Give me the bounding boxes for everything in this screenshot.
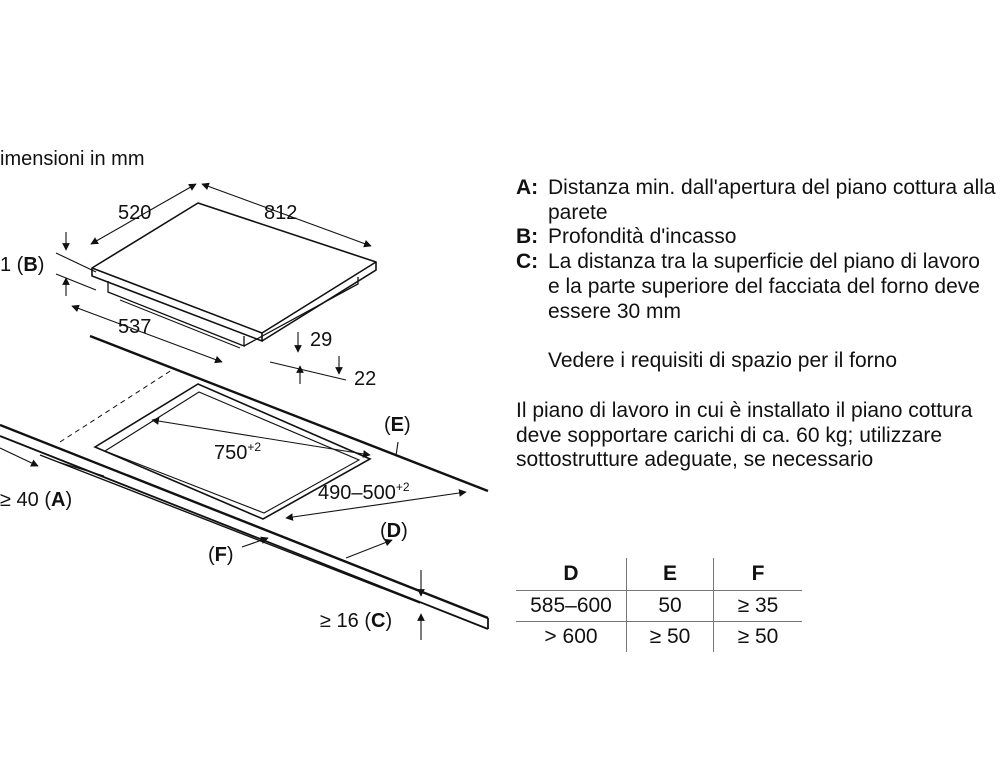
- dim-520-label: 520: [118, 202, 151, 224]
- dim-537-label: 537: [118, 316, 151, 338]
- cooktop-installation-drawing: imensioni in mm: [0, 148, 489, 640]
- dim-29-label: 29: [310, 329, 332, 351]
- clearance-table: D E F 585–600 50 ≥ 35 > 600 ≥ 50 ≥ 50: [516, 558, 802, 652]
- table-cell: ≥ 35: [713, 590, 802, 622]
- legend-key: C:: [516, 250, 539, 274]
- label-b: 1 (B): [0, 254, 44, 276]
- legend-key: A:: [516, 176, 539, 199]
- label-f: (F): [208, 544, 234, 566]
- cutout-inner: [103, 391, 361, 514]
- dim-b-ext-top: [55, 252, 97, 273]
- legend-item-c: C: La distanza tra la superficie del pia…: [516, 250, 996, 324]
- dim-490-line: [285, 489, 467, 521]
- dim-490-tolerance: +2: [396, 480, 410, 494]
- table-cell: ≥ 50: [626, 621, 714, 652]
- legend: A: Distanza min. dall'apertura del piano…: [516, 176, 996, 473]
- cutout-hidden-line: [59, 367, 176, 443]
- dim-750-tolerance: +2: [247, 440, 261, 454]
- legend-item-b: B: Profondità d'incasso: [516, 225, 996, 250]
- label-e: (E): [384, 414, 411, 436]
- dim-a-line-2: [57, 461, 105, 477]
- legend-key: B:: [516, 225, 539, 249]
- units-label: imensioni in mm: [0, 148, 144, 170]
- label-a: ≥ 40 (A): [0, 489, 72, 511]
- worktop: [0, 334, 489, 630]
- dim-f-leader: [241, 536, 269, 548]
- dim-22-ext: [269, 361, 347, 381]
- dim-750-value: 750: [214, 442, 247, 464]
- table-cell: > 600: [516, 621, 627, 652]
- worktop-left-top-edge: [0, 423, 489, 620]
- legend-text: La distanza tra la superficie del piano …: [548, 250, 980, 323]
- legend-paragraph: Il piano di lavoro in cui è installato i…: [516, 398, 973, 472]
- dim-750-line: [151, 417, 371, 458]
- dim-520-line: [90, 183, 197, 245]
- table-cell: ≥ 50: [737, 625, 779, 648]
- dim-812-line: [201, 182, 372, 248]
- table-header-f: F: [713, 558, 802, 591]
- dimension-lines: [0, 182, 467, 640]
- worktop-depth-line: [39, 454, 421, 604]
- legend-item-a: A: Distanza min. dall'apertura del piano…: [516, 176, 996, 225]
- dim-490-label: 490–500+2: [318, 480, 410, 504]
- legend-note: Vedere i requisiti di spazio per il forn…: [548, 349, 898, 373]
- legend-text: Profondità d'incasso: [548, 225, 737, 249]
- dim-e-leader: [395, 441, 399, 457]
- table-row: > 600 ≥ 50 ≥ 50: [516, 621, 802, 652]
- dim-d-line: [345, 538, 393, 559]
- dim-22-label: 22: [354, 368, 376, 390]
- table-cell: 50: [626, 590, 714, 622]
- dim-a-line: [0, 447, 39, 467]
- dim-490-value: 490–500: [318, 482, 396, 504]
- legend-text: Distanza min. dall'apertura del piano co…: [548, 176, 996, 224]
- dim-812-label: 812: [264, 202, 297, 224]
- label-d: (D): [380, 520, 408, 542]
- table-header-e: E: [626, 558, 714, 591]
- dim-750-label: 750+2: [214, 440, 261, 464]
- table-cell: 585–600: [516, 590, 627, 622]
- worktop-left-bottom-edge: [0, 435, 489, 630]
- table-header-d: D: [516, 558, 627, 591]
- table-row: 585–600 50 ≥ 35: [516, 590, 802, 622]
- label-c: ≥ 16 (C): [320, 610, 392, 632]
- table-header-row: D E F: [516, 558, 802, 591]
- dim-b-ext-bottom: [55, 273, 97, 291]
- dim-537-line: [71, 304, 223, 364]
